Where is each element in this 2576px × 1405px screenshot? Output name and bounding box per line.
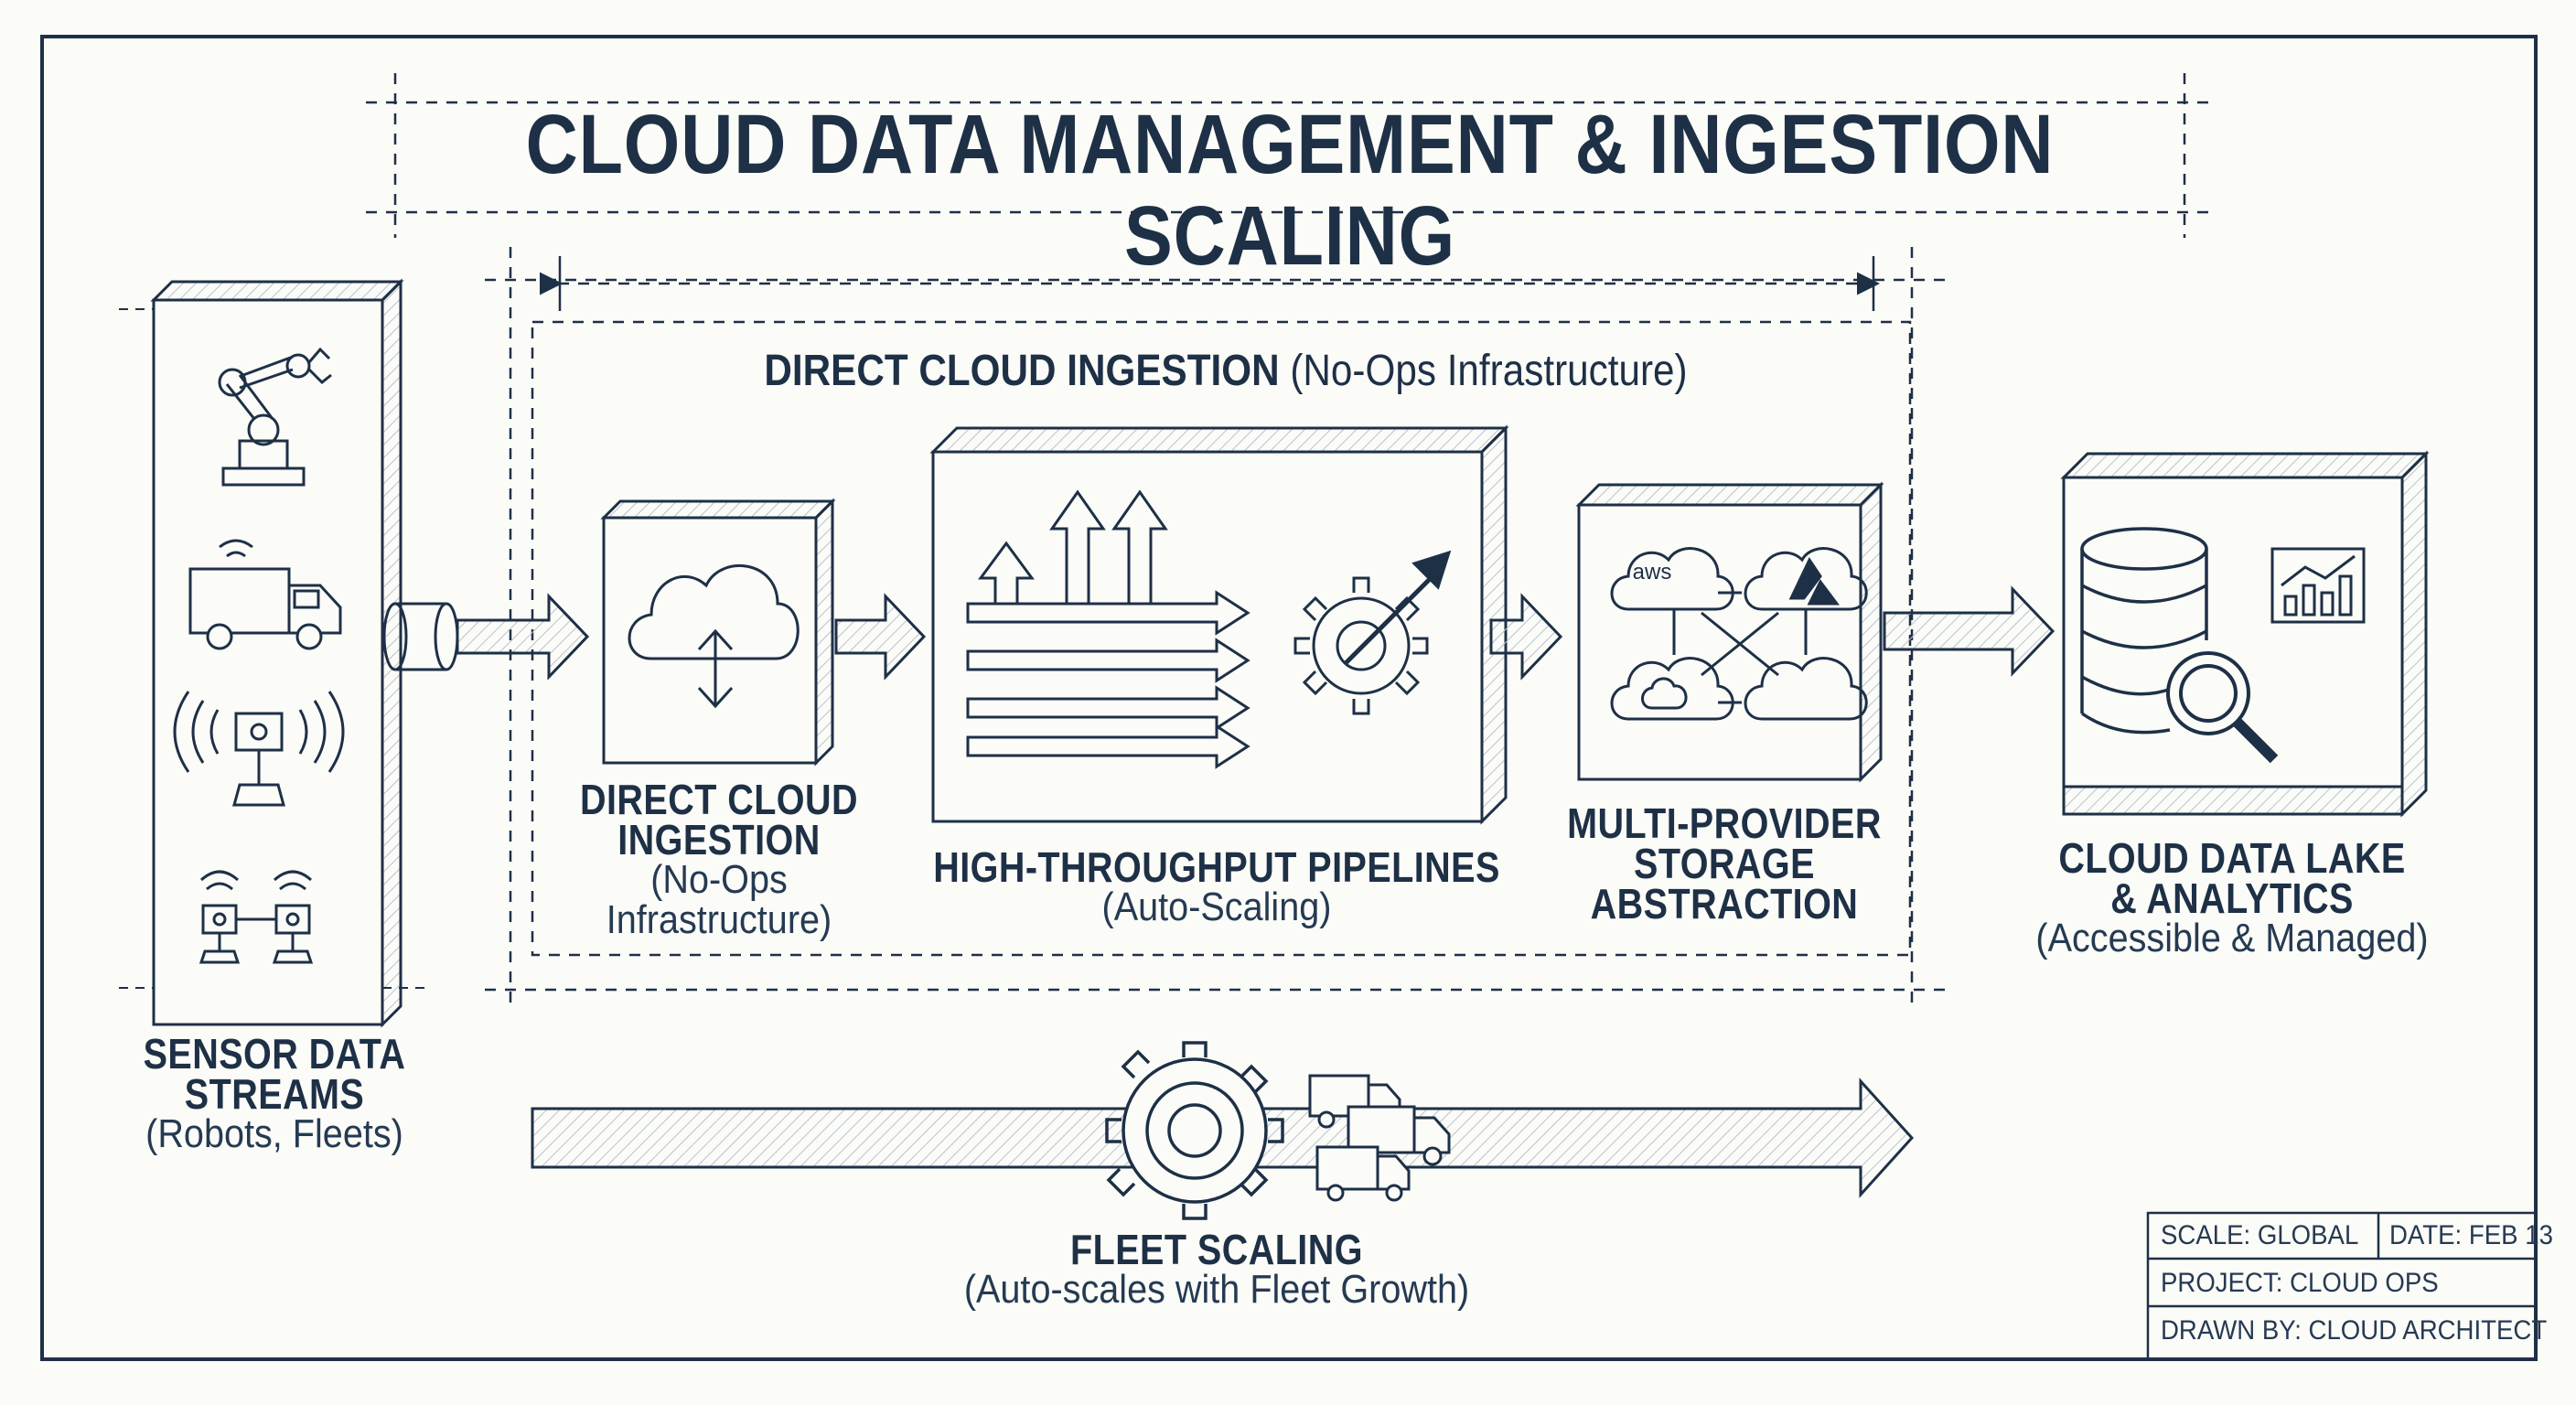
gear-icon: [1105, 1041, 1284, 1220]
bar-chart-icon: [2270, 547, 2366, 624]
storage-title-line-2: STORAGE: [1634, 840, 1815, 887]
ingestion-subtitle-line-1: (No-Ops: [650, 857, 788, 902]
pipelines-subtitle: (Auto-Scaling): [1101, 885, 1332, 929]
lake-title-line-1: CLOUD DATA LAKE: [2058, 834, 2406, 882]
lake-box: [2060, 450, 2430, 818]
ingestion-zone-heading: DIRECT CLOUD INGESTION (No-Ops Infrastru…: [711, 348, 1741, 395]
sensor-subtitle: (Robots, Fleets): [145, 1111, 403, 1156]
robot-arm-icon: [218, 347, 332, 487]
aws-cloud-icon: [1610, 547, 1734, 611]
cloud-upload-download-icon: [628, 564, 800, 709]
pipelines-title: HIGH-THROUGHPUT PIPELINES: [933, 843, 1500, 891]
title-block-scale: SCALE: GLOBAL: [2161, 1220, 2359, 1250]
storage-title-line-1: MULTI-PROVIDER: [1567, 799, 1882, 847]
azure-cloud-icon: [1744, 547, 1868, 611]
storage-title-line-3: ABSTRACTION: [1590, 880, 1859, 928]
fleet-subtitle: (Auto-scales with Fleet Growth): [963, 1267, 1470, 1312]
truck-icon: [188, 539, 342, 650]
ingestion-title-line-2: INGESTION: [617, 816, 821, 863]
storage-icons: [1610, 547, 1868, 721]
title-block: [2146, 1211, 2538, 1361]
database-icon: [2080, 527, 2208, 735]
arrow-pipelines-to-storage: [1489, 593, 1563, 681]
ingestion-title-line-1: DIRECT CLOUD: [579, 776, 859, 823]
gear-arrow-icon: [1293, 550, 1452, 715]
page-title: CLOUD DATA MANAGEMENT & INGESTION SCALIN…: [525, 98, 2055, 283]
title-block-drawn-by: DRAWN BY: CLOUD ARCHITECT: [2161, 1315, 2548, 1346]
sensor-title-line-2: STREAMS: [184, 1070, 365, 1118]
storage-label: MULTI-PROVIDER STORAGE ABSTRACTION: [1537, 799, 1912, 928]
title-block-date: DATE: FEB 13: [2389, 1220, 2553, 1250]
pipelines-box: [929, 424, 1509, 825]
storage-box: [1575, 481, 1884, 783]
ingestion-subtitle-line-2: Infrastructure): [606, 897, 832, 942]
outer-frame: [40, 35, 2538, 1361]
ingestion-zone-heading-sub: (No-Ops Infrastructure): [1290, 347, 1688, 395]
sensor-title-line-1: SENSOR DATA: [143, 1030, 406, 1078]
ingestion-box: [600, 498, 836, 767]
lake-subtitle: (Accessible & Managed): [2035, 916, 2429, 960]
arrow-ingestion-to-pipelines: [834, 593, 927, 681]
generic-cloud-icon: [1744, 657, 1868, 721]
arrows-up-icon: [978, 489, 1168, 624]
trucks-icon: [1308, 1074, 1451, 1202]
fleet-label: FLEET SCALING (Auto-scales with Fleet Gr…: [896, 1226, 1537, 1312]
lake-title-line-2: & ANALYTICS: [2110, 874, 2354, 922]
pipelines-label: HIGH-THROUGHPUT PIPELINES (Auto-Scaling): [869, 843, 1564, 929]
arrow-storage-to-lake: [1883, 585, 2055, 677]
sensor-column: [119, 278, 430, 1028]
title-frame: [366, 73, 2214, 238]
ingestion-zone-heading-bold: DIRECT CLOUD INGESTION: [764, 347, 1280, 395]
sensor-beacon-icon: [173, 691, 345, 807]
gcp-cloud-icon: [1610, 657, 1734, 721]
sensor-label: SENSOR DATA STREAMS (Robots, Fleets): [91, 1030, 457, 1156]
aws-badge: aws: [1632, 560, 1672, 585]
magnifier-icon: [2166, 651, 2279, 764]
title-block-project: PROJECT: CLOUD OPS: [2161, 1268, 2439, 1298]
sensor-pair-icon: [199, 870, 314, 964]
fleet-title: FLEET SCALING: [1070, 1226, 1363, 1273]
arrows-right-icon: [966, 590, 1250, 769]
dimension-line: [540, 256, 1880, 311]
ingestion-label: DIRECT CLOUD INGESTION (No-Ops Infrastru…: [536, 776, 902, 942]
connector-arrow: [382, 593, 590, 681]
lake-label: CLOUD DATA LAKE & ANALYTICS (Accessible …: [2012, 834, 2452, 960]
